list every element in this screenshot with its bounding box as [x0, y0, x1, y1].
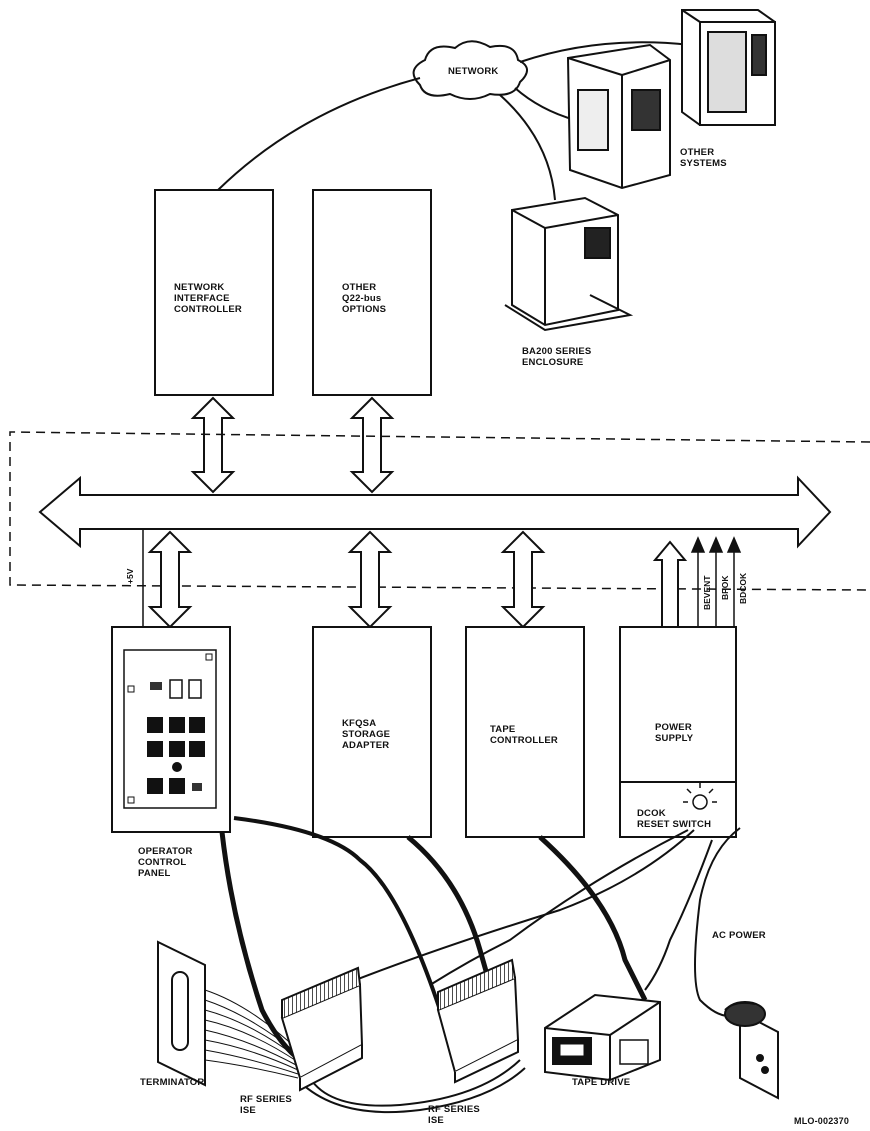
rf-series-ise-1-icon [280, 966, 364, 1092]
power-cables [299, 827, 741, 1113]
dcok-line-2: RESET SWITCH [637, 819, 712, 830]
enclosure-boundary [9, 431, 870, 591]
other-system-tower-2-icon [566, 43, 671, 190]
panel-bus-arrow [147, 530, 193, 629]
rf-ise-1-line-1: RF SERIES [240, 1094, 292, 1105]
operator-panel-label: OPERATOR CONTROL PANEL [138, 846, 193, 879]
tape-controller-line-1: TAPE [490, 724, 516, 735]
dcok-line-1: DCOK [637, 808, 666, 819]
rf-ise-1-label: RF SERIES ISE [240, 1094, 292, 1116]
other-systems-line-1: OTHER [680, 147, 715, 158]
operator-control-panel [111, 626, 231, 833]
kfqsa-line-3: ADAPTER [342, 740, 390, 751]
bdcok-label: BDCOK [738, 572, 748, 604]
nic-label: NETWORK INTERFACE CONTROLLER [174, 282, 242, 315]
power-bus-connection [652, 540, 688, 627]
rf-ise-2-line-1: RF SERIES [428, 1104, 480, 1115]
tape-drive-label: TAPE DRIVE [572, 1077, 631, 1088]
other-system-tower-1-icon [681, 9, 776, 126]
network-label: NETWORK [448, 66, 499, 77]
tape-controller-label: TAPE CONTROLLER [490, 724, 558, 746]
nic-line-2: INTERFACE [174, 293, 230, 304]
ac-power-label: AC POWER [712, 930, 766, 941]
kfqsa-storage-adapter-board [312, 626, 432, 838]
kfqsa-line-2: STORAGE [342, 729, 391, 740]
ba200-line-1: BA200 SERIES [522, 346, 592, 357]
operator-panel-line-3: PANEL [138, 868, 171, 879]
dcok-reset-light-icon [683, 783, 717, 810]
other-options-line-3: OPTIONS [342, 304, 387, 315]
other-options-line-1: OTHER [342, 282, 377, 293]
figure-id-label: MLO-002370 [794, 1116, 850, 1126]
other-systems-line-2: SYSTEMS [680, 158, 727, 169]
nic-line-3: CONTROLLER [174, 304, 242, 315]
power-supply-label: POWER SUPPLY [655, 722, 693, 744]
power-signal-lines [690, 536, 742, 627]
ac-outlet-icon [739, 1010, 779, 1100]
other-q22-options-board [312, 189, 432, 396]
dcok-reset-label: DCOK RESET SWITCH [637, 808, 711, 830]
ba200-enclosure-label: BA200 SERIES ENCLOSURE [522, 346, 591, 368]
plus-5v-label: +5V [125, 568, 135, 584]
power-supply-line-2: SUPPLY [655, 733, 694, 744]
kfqsa-label: KFQSA STORAGE ADAPTER [342, 718, 390, 751]
rf-ise-2-label: RF SERIES ISE [428, 1104, 480, 1126]
other-q22-options-label: OTHER Q22-bus OPTIONS [342, 282, 386, 315]
bpok-label: BPOK [720, 575, 730, 600]
ac-plug-icon [724, 1001, 766, 1027]
tape-controller-board [465, 626, 585, 838]
tape-drive-icon [544, 993, 661, 1082]
network-cloud-icon [412, 40, 528, 100]
rf-series-ise-2-icon [436, 958, 520, 1084]
kfqsa-line-1: KFQSA [342, 718, 377, 729]
ba200-line-2: ENCLOSURE [522, 357, 584, 368]
rf-ise-2-line-2: ISE [428, 1115, 444, 1126]
network-interface-controller-board [154, 189, 274, 396]
nic-bus-arrow [190, 396, 236, 494]
tape-controller-line-2: CONTROLLER [490, 735, 558, 746]
bevent-label: BEVENT [702, 575, 712, 610]
tape-controller-bus-arrow [500, 530, 546, 629]
other-systems-label: OTHER SYSTEMS [680, 147, 727, 169]
operator-panel-line-2: CONTROL [138, 857, 187, 868]
ba200-enclosure-icon [504, 196, 634, 332]
terminator-icon [157, 940, 299, 1087]
terminator-label: TERMINATOR [140, 1077, 205, 1088]
power-supply-line-1: POWER [655, 722, 692, 733]
q22-bus-arrow [38, 475, 832, 549]
other-options-line-2: Q22-bus [342, 293, 382, 304]
nic-line-1: NETWORK [174, 282, 225, 293]
kfqsa-bus-arrow [347, 530, 393, 629]
rf-ise-1-line-2: ISE [240, 1105, 256, 1116]
operator-panel-line-1: OPERATOR [138, 846, 193, 857]
q22-options-bus-arrow [349, 396, 395, 494]
